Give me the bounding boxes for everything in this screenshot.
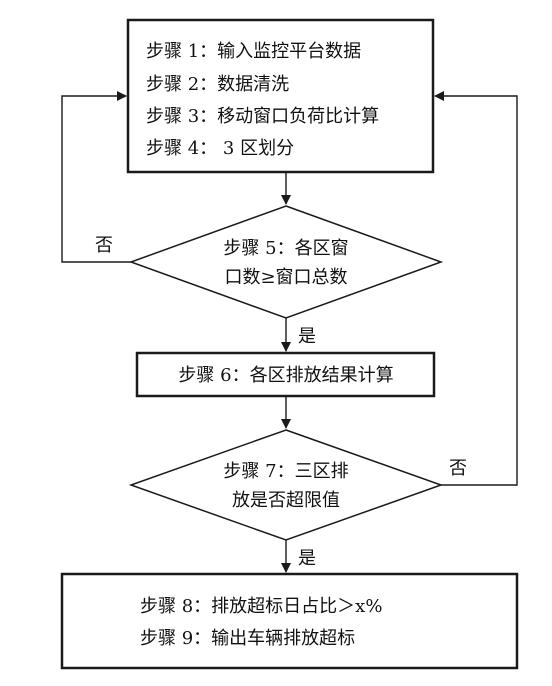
step-7-text-line2: 放是否超限值 — [232, 490, 340, 511]
step-8-9-box — [60, 572, 519, 670]
decision1-no-loop — [61, 91, 131, 263]
step-6-text: 步骤 6：各区排放结果计算 — [178, 365, 393, 386]
decision1-no-label: 否 — [95, 235, 113, 256]
step-4-text: 步骤 4： 3 区划分 — [146, 138, 294, 159]
step-7-text-line1: 步骤 7：三区排 — [223, 461, 348, 482]
step-5-decision — [128, 205, 444, 319]
step-8-text: 步骤 8：排放超标日占比＞x% — [140, 596, 382, 617]
step-5-text-line2: 口数≥窗口总数 — [224, 267, 347, 288]
decision1-yes-label: 是 — [298, 326, 316, 347]
step-5-text-line1: 步骤 5：各区窗 — [223, 238, 348, 259]
step-1-text: 步骤 1：输入监控平台数据 — [146, 41, 361, 62]
decision2-no-label: 否 — [449, 458, 467, 479]
decision2-yes-label: 是 — [298, 548, 316, 569]
step-6-box — [135, 351, 436, 398]
step-9-text: 步骤 9：输出车辆排放超标 — [140, 628, 355, 649]
step-3-text: 步骤 3：移动窗口负荷比计算 — [146, 106, 379, 127]
step-1-4-box — [126, 18, 435, 174]
step-2-text: 步骤 2：数据清洗 — [146, 74, 289, 95]
step-7-decision — [128, 429, 444, 541]
decision2-no-loop — [434, 91, 518, 486]
